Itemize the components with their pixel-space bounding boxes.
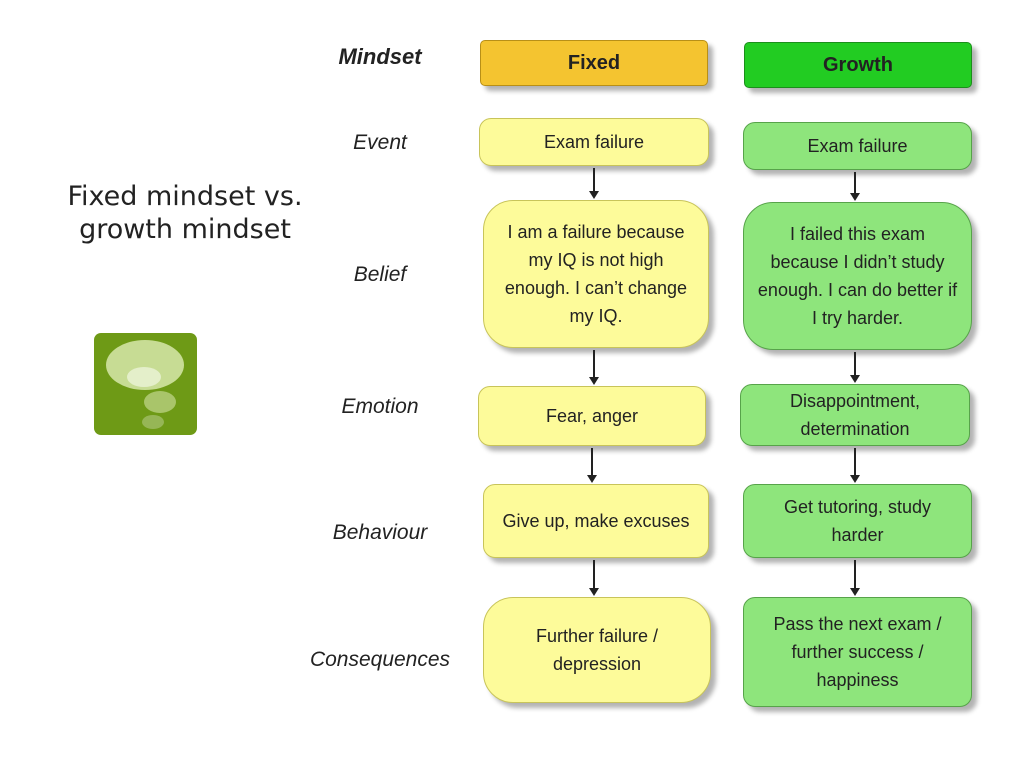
fixed-header: Fixed [480, 40, 708, 86]
arrow-down-icon [589, 168, 599, 199]
fixed-event-box: Exam failure [479, 118, 709, 166]
bubble-small [142, 415, 164, 429]
arrow-down-icon [850, 172, 860, 201]
arrow-down-icon [589, 350, 599, 385]
arrow-down-icon [589, 560, 599, 596]
growth-behaviour-box: Get tutoring, study harder [743, 484, 972, 558]
row-label-behaviour: Behaviour [332, 521, 428, 544]
arrow-down-icon [850, 560, 860, 596]
fixed-emotion-box: Fear, anger [478, 386, 706, 446]
row-label-event: Event [353, 131, 407, 154]
arrow-down-icon [850, 448, 860, 483]
speech-bubbles-icon [94, 333, 197, 435]
row-label-emotion: Emotion [341, 395, 419, 418]
growth-emotion-box: Disappointment, determination [740, 384, 970, 446]
slide-title: Fixed mindset vs. growth mindset [67, 181, 303, 245]
growth-consequences-box: Pass the next exam / further success / h… [743, 597, 972, 707]
row-label-consequences: Consequences [309, 648, 451, 671]
arrow-down-icon [587, 448, 597, 483]
arrow-down-icon [850, 352, 860, 383]
fixed-consequences-box: Further failure / depression [483, 597, 711, 703]
bubble-highlight [127, 367, 161, 387]
row-label-mindset: Mindset [338, 44, 422, 69]
row-label-belief: Belief [353, 263, 407, 286]
fixed-behaviour-box: Give up, make excuses [483, 484, 709, 558]
bubble-medium [144, 391, 176, 413]
growth-header: Growth [744, 42, 972, 88]
fixed-belief-box: I am a failure because my IQ is not high… [483, 200, 709, 348]
growth-event-box: Exam failure [743, 122, 972, 170]
growth-belief-box: I failed this exam because I didn’t stud… [743, 202, 972, 350]
